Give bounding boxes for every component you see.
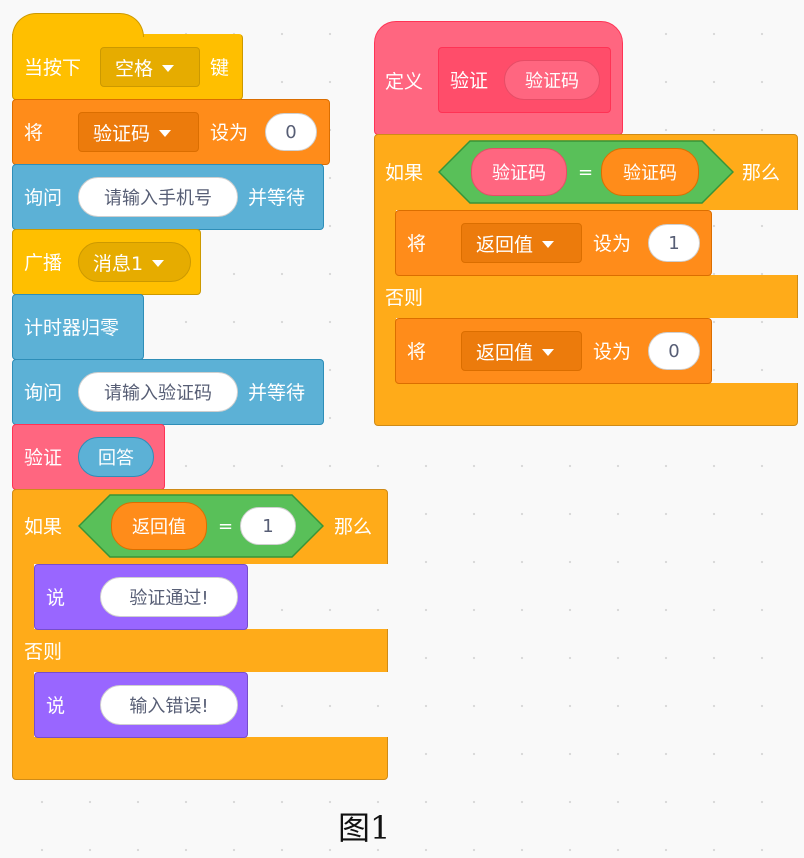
variable-dropdown-value: 返回值 — [476, 341, 534, 364]
and-wait-label: 并等待 — [248, 187, 306, 209]
broadcast-label: 广播 — [24, 252, 63, 274]
reset-timer-label: 计时器归零 — [24, 317, 120, 339]
key-suffix-label: 键 — [210, 57, 230, 79]
if-label: 如果 — [385, 162, 424, 184]
say-label: 说 — [46, 695, 66, 717]
then-label: 那么 — [742, 162, 781, 184]
ask-prompt-input[interactable]: 请输入手机号 — [78, 177, 238, 217]
variable-dropdown-value: 验证码 — [93, 122, 151, 145]
variable-dropdown[interactable]: 验证码 — [78, 112, 199, 152]
hat-cap — [12, 13, 144, 37]
broadcast-block[interactable]: 广播 消息1 — [12, 229, 201, 295]
compare-value-input[interactable]: 1 — [240, 507, 296, 545]
call-verify-label: 验证 — [24, 447, 63, 469]
say-text-input[interactable]: 输入错误! — [100, 685, 238, 725]
when-key-pressed-block[interactable]: 当按下 空格 键 — [12, 34, 243, 100]
set-to-label: 设为 — [593, 341, 632, 363]
chevron-down-icon — [159, 129, 172, 137]
variable-dropdown[interactable]: 返回值 — [461, 223, 582, 263]
chevron-down-icon — [542, 240, 555, 248]
figure-caption: 图1 — [338, 809, 391, 847]
set-label: 将 — [407, 341, 427, 363]
set-variable-block[interactable]: 将 返回值 设为 1 — [395, 210, 712, 276]
ask-and-wait-block[interactable]: 询问 请输入验证码 并等待 — [12, 359, 324, 425]
variable-dropdown-value: 返回值 — [476, 233, 534, 256]
say-text-input[interactable]: 验证通过! — [100, 577, 238, 617]
procedure-name: 验证 — [450, 70, 489, 92]
when-key-pressed-label: 当按下 — [24, 57, 82, 79]
variable-dropdown[interactable]: 返回值 — [461, 331, 582, 371]
say-block[interactable]: 说 验证通过! — [34, 564, 248, 630]
and-wait-label: 并等待 — [248, 382, 306, 404]
ask-label: 询问 — [24, 187, 63, 209]
key-dropdown[interactable]: 空格 — [100, 47, 200, 87]
if-label: 如果 — [24, 516, 63, 538]
return-value-reporter[interactable]: 返回值 — [111, 502, 207, 550]
say-label: 说 — [46, 587, 66, 609]
ask-label: 询问 — [24, 382, 63, 404]
equals-sign: = — [578, 162, 594, 183]
define-label: 定义 — [385, 71, 424, 93]
set-to-label: 设为 — [593, 233, 632, 255]
key-dropdown-value: 空格 — [115, 57, 154, 80]
message-dropdown[interactable]: 消息1 — [78, 242, 191, 282]
set-label: 将 — [407, 233, 427, 255]
code-variable-reporter[interactable]: 验证码 — [601, 148, 699, 196]
ask-and-wait-block[interactable]: 询问 请输入手机号 并等待 — [12, 164, 324, 230]
param-reporter[interactable]: 验证码 — [471, 148, 567, 196]
set-value-input[interactable]: 1 — [648, 224, 700, 262]
set-variable-block[interactable]: 将 返回值 设为 0 — [395, 318, 712, 384]
set-to-label: 设为 — [210, 122, 249, 144]
equals-sign: = — [218, 516, 234, 537]
answer-reporter[interactable]: 回答 — [78, 437, 154, 477]
chevron-down-icon — [152, 259, 165, 267]
set-variable-block[interactable]: 将 验证码 设为 0 — [12, 99, 330, 165]
call-verify-block[interactable]: 验证 回答 — [12, 424, 165, 490]
ask-prompt-input[interactable]: 请输入验证码 — [78, 372, 238, 412]
message-dropdown-value: 消息1 — [93, 252, 144, 275]
then-label: 那么 — [334, 516, 373, 538]
reset-timer-block[interactable]: 计时器归零 — [12, 294, 144, 360]
say-block[interactable]: 说 输入错误! — [34, 672, 248, 738]
procedure-param-reporter[interactable]: 验证码 — [504, 60, 600, 100]
set-value-input[interactable]: 0 — [265, 113, 317, 151]
chevron-down-icon — [542, 348, 555, 356]
else-label: 否则 — [385, 287, 424, 309]
set-label: 将 — [24, 122, 44, 144]
set-value-input[interactable]: 0 — [648, 332, 700, 370]
chevron-down-icon — [162, 64, 175, 72]
else-label: 否则 — [24, 641, 63, 663]
procedure-prototype[interactable]: 验证 验证码 — [438, 47, 611, 113]
